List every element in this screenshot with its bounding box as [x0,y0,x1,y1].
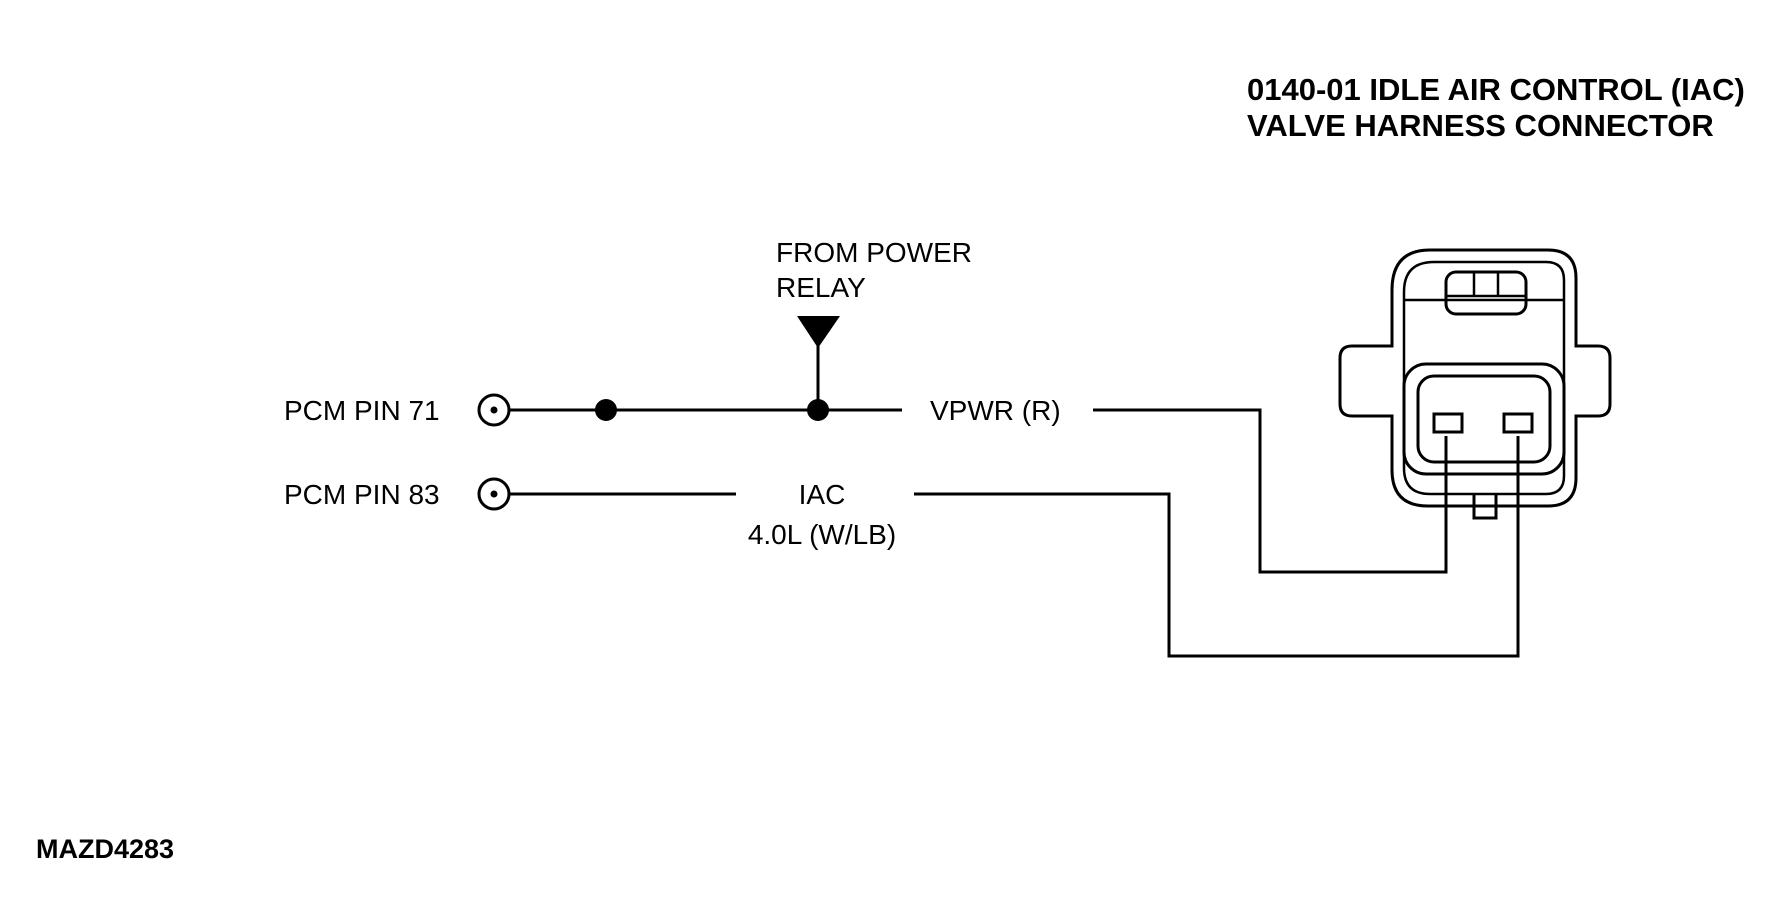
vpwr-wire-label: VPWR (R) [930,395,1061,426]
iac-wire-label-line1: IAC [799,479,846,510]
pcm-pin-71-terminal-icon [477,393,511,427]
power-relay-arrow-icon [797,316,840,410]
pcm-pin-83-label: PCM PIN 83 [284,479,440,510]
diagram-title-line1: 0140-01 IDLE AIR CONTROL (IAC) [1247,72,1745,107]
pcm-pin-83-terminal-icon [477,477,511,511]
power-relay-label-line2: RELAY [776,272,866,303]
power-relay-label-line1: FROM POWER [776,237,972,268]
iac-wire-label-line2: 4.0L (W/LB) [748,519,896,550]
figure-id-label: MAZD4283 [36,834,174,864]
pcm-pin-71-label: PCM PIN 71 [284,395,440,426]
diagram-title-line2: VALVE HARNESS CONNECTOR [1247,108,1714,143]
iac-harness-connector-icon [1338,248,1612,520]
iac-wire [509,436,1520,658]
power-junction-dot [807,399,829,421]
splice-junction-dot [595,399,617,421]
vpwr-wire [509,408,1448,574]
